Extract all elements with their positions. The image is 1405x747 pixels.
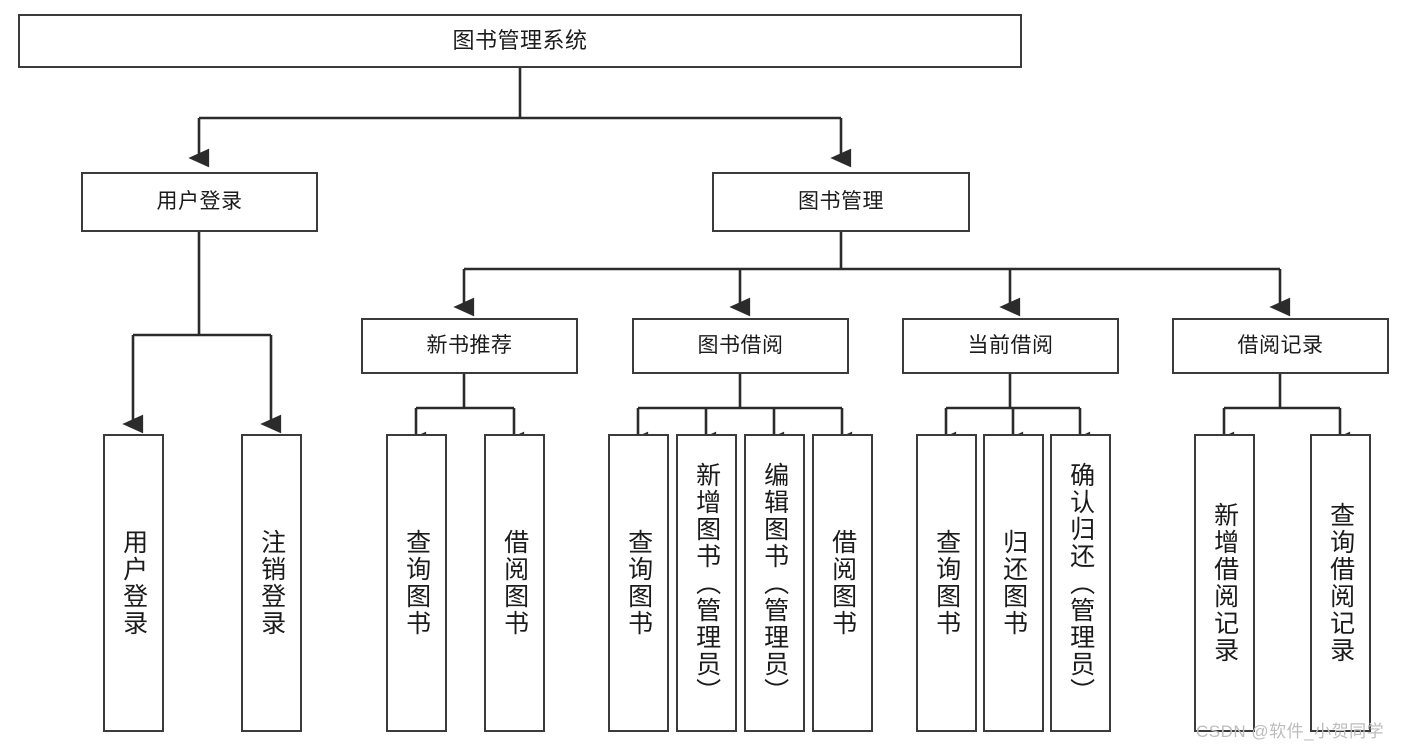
node-label: 归还图书 <box>999 529 1028 637</box>
leaf-query-book-borrowing[interactable]: 查询图书 <box>608 434 669 732</box>
leaf-add-book-admin[interactable]: 新增图书（管理员） <box>676 434 737 732</box>
node-new-book-recommendation[interactable]: 新书推荐 <box>361 318 578 374</box>
node-current-borrowing[interactable]: 当前借阅 <box>902 318 1119 374</box>
node-label: 当前借阅 <box>967 333 1054 357</box>
node-label: 借阅图书 <box>828 529 857 637</box>
node-label: 新增图书（管理员） <box>692 461 721 705</box>
node-label: 查询图书 <box>624 529 653 637</box>
node-label: 确认归还（管理员） <box>1066 461 1095 705</box>
leaf-confirm-return-admin[interactable]: 确认归还（管理员） <box>1050 434 1111 732</box>
node-label: 新增借阅记录 <box>1210 502 1239 664</box>
node-label: 借阅记录 <box>1237 333 1324 357</box>
csdn-watermark: CSDN @软件_小贺同学 <box>1196 722 1385 741</box>
node-user-login[interactable]: 用户登录 <box>81 172 318 232</box>
node-label: 新书推荐 <box>426 333 513 357</box>
leaf-query-book-current[interactable]: 查询图书 <box>916 434 977 732</box>
leaf-query-borrowing-record[interactable]: 查询借阅记录 <box>1310 434 1371 732</box>
node-label: 查询图书 <box>932 529 961 637</box>
leaf-borrow-book-new-recommendation[interactable]: 借阅图书 <box>484 434 545 732</box>
node-label: 注销登录 <box>257 529 286 637</box>
node-label: 图书借阅 <box>697 333 784 357</box>
node-label: 编辑图书（管理员） <box>760 461 789 705</box>
leaf-query-book-new-recommendation[interactable]: 查询图书 <box>386 434 447 732</box>
leaf-add-borrowing-record[interactable]: 新增借阅记录 <box>1194 434 1255 732</box>
leaf-user-login[interactable]: 用户登录 <box>103 434 164 732</box>
node-borrowing-record[interactable]: 借阅记录 <box>1172 318 1389 374</box>
node-label: 查询图书 <box>402 529 431 637</box>
node-label: 用户登录 <box>119 529 148 637</box>
node-book-management[interactable]: 图书管理 <box>712 172 970 232</box>
node-root-book-management-system[interactable]: 图书管理系统 <box>18 14 1022 68</box>
node-book-borrowing[interactable]: 图书借阅 <box>632 318 849 374</box>
node-label: 查询借阅记录 <box>1326 502 1355 664</box>
leaf-logout[interactable]: 注销登录 <box>241 434 302 732</box>
node-label: 借阅图书 <box>500 529 529 637</box>
leaf-return-book[interactable]: 归还图书 <box>983 434 1044 732</box>
node-label: 图书管理系统 <box>452 28 588 54</box>
node-label: 用户登录 <box>156 189 243 213</box>
leaf-edit-book-admin[interactable]: 编辑图书（管理员） <box>744 434 805 732</box>
leaf-borrow-book-borrowing[interactable]: 借阅图书 <box>812 434 873 732</box>
node-label: 图书管理 <box>798 189 884 213</box>
